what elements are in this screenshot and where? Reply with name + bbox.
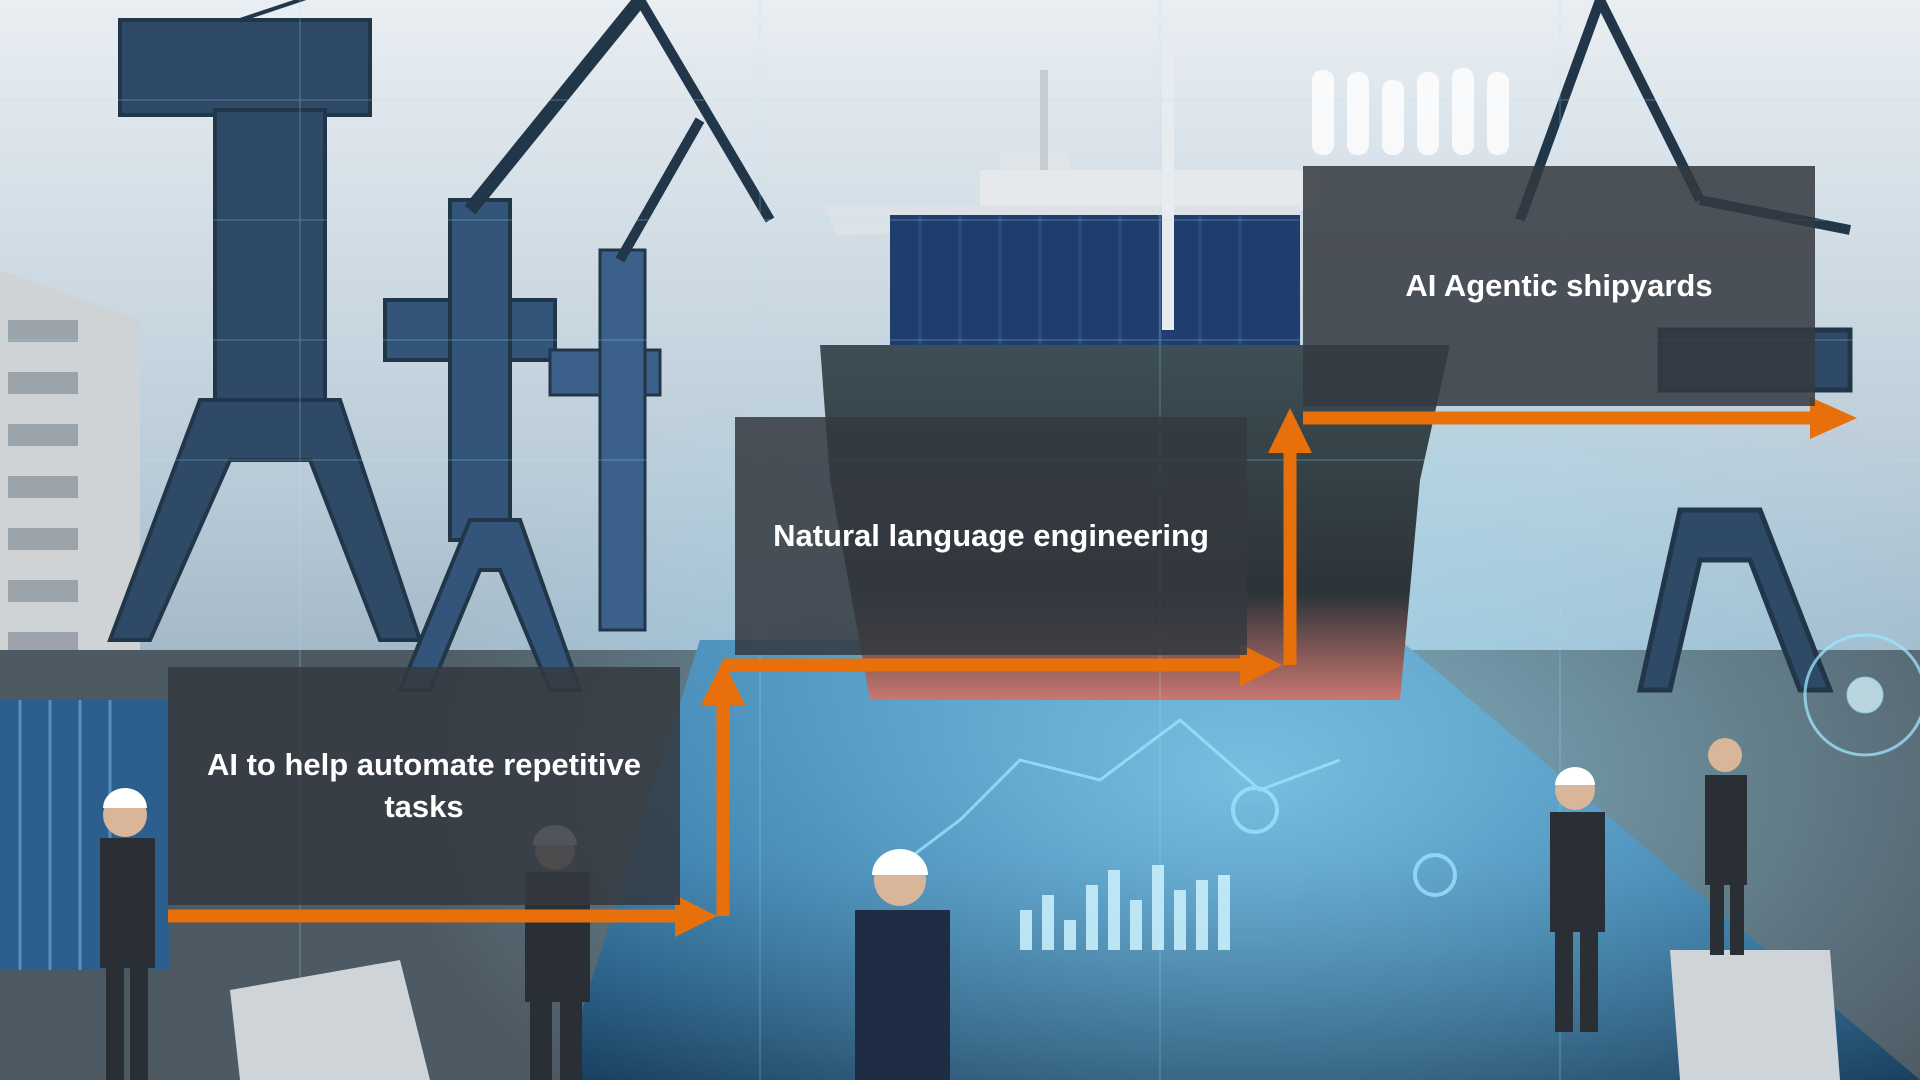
step-box-automate-tasks: AI to help automate repetitive tasks xyxy=(168,667,680,905)
step-box-natural-language: Natural language engineering xyxy=(735,417,1247,655)
worker-4 xyxy=(1550,767,1605,1032)
worker-3 xyxy=(855,849,950,1080)
worker-5 xyxy=(1705,738,1747,955)
crane-left xyxy=(107,0,423,642)
step-label: AI Agentic shipyards xyxy=(1405,268,1713,304)
worker-1 xyxy=(100,788,155,1080)
step-box-agentic-shipyards: AI Agentic shipyards xyxy=(1303,166,1815,406)
hud-bars-top xyxy=(1312,68,1509,155)
workers xyxy=(100,738,1747,1080)
containers xyxy=(0,700,1840,1080)
step-label: Natural language engineering xyxy=(773,518,1209,554)
step-label: AI to help automate repetitive tasks xyxy=(206,747,642,824)
hud-bars xyxy=(1020,865,1230,950)
crane-far xyxy=(548,117,705,632)
